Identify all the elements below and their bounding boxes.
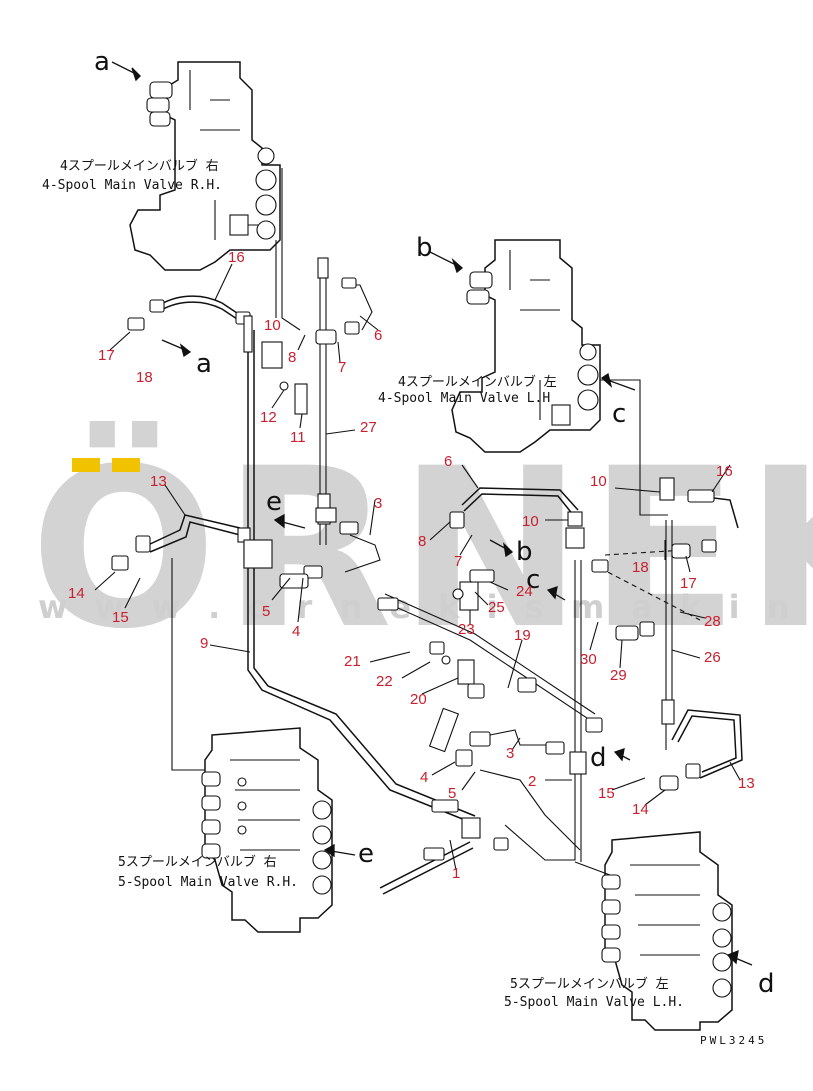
view-letter-d-mid: d (590, 743, 607, 773)
view-letter-d-bottom: d (758, 969, 775, 999)
part-number-16: 16 (228, 249, 245, 266)
valve-5spool-lh (601, 831, 733, 1031)
valve-4spool-rh-jp: 4スプールメインバルブ 右 (60, 158, 219, 174)
part-number-26: 26 (704, 649, 721, 666)
part-number-10-mid: 10 (522, 513, 539, 530)
part-number-19: 19 (514, 627, 531, 644)
view-letter-c-right: c (612, 399, 626, 429)
valve-4spool-lh-jp: 4スプールメインバルブ 左 (398, 374, 557, 390)
view-letter-e-bottom: e (358, 839, 374, 869)
part-number-27: 27 (360, 419, 377, 436)
part-number-23: 23 (458, 621, 475, 638)
part-number-29: 29 (610, 667, 627, 684)
fittings (111, 257, 717, 861)
part-number-5: 5 (262, 603, 270, 620)
valve-5spool-lh-en: 5-Spool Main Valve L.H. (504, 995, 684, 1010)
part-number-9: 9 (200, 635, 208, 652)
view-letter-c-mid: c (526, 565, 540, 595)
part-number-18-right: 18 (632, 559, 649, 576)
part-number-1: 1 (452, 865, 460, 882)
part-number-15: 15 (112, 609, 129, 626)
part-number-30: 30 (580, 651, 597, 668)
part-number-7-mid: 7 (454, 553, 462, 570)
part-number-17-right: 17 (680, 575, 697, 592)
part-number-6-mid: 6 (444, 453, 452, 470)
part-number-4-bottom: 4 (420, 769, 428, 786)
view-letter-e-left: e (266, 487, 282, 517)
part-number-7: 7 (338, 359, 346, 376)
valve-4spool-rh (129, 61, 281, 271)
part-number-14: 14 (68, 585, 85, 602)
part-number-17: 17 (98, 347, 115, 364)
view-letter-a-top: a (94, 47, 110, 77)
view-letter-b-top: b (416, 233, 433, 263)
part-number-2: 2 (528, 773, 536, 790)
part-number-25: 25 (488, 599, 505, 616)
view-letter-a-arrow: a (196, 349, 212, 379)
part-number-18: 18 (136, 369, 153, 386)
valve-5spool-rh-en: 5-Spool Main Valve R.H. (118, 875, 298, 890)
leader-lines (94, 263, 741, 871)
watermark-accent-dot-left (72, 458, 100, 472)
valve-5spool-rh (201, 727, 333, 933)
pipe-lines (147, 168, 743, 895)
part-number-24: 24 (516, 583, 533, 600)
part-number-12: 12 (260, 409, 277, 426)
drawing-code: PWL3245 (700, 1034, 767, 1047)
arrows (111, 61, 753, 966)
part-number-14-right: 14 (632, 801, 649, 818)
part-number-10-right: 10 (590, 473, 607, 490)
valve-4spool-rh-en: 4-Spool Main Valve R.H. (42, 178, 222, 193)
part-number-15-right: 15 (598, 785, 615, 802)
part-number-22: 22 (376, 673, 393, 690)
part-number-10: 10 (264, 317, 281, 334)
view-letter-b-arrow: b (516, 537, 533, 567)
part-number-16-right: 16 (716, 463, 733, 480)
part-number-3: 3 (374, 495, 382, 512)
valve-5spool-lh-jp: 5スプールメインバルブ 左 (510, 976, 669, 992)
valve-5spool-rh-jp: 5スプールメインバルブ 右 (118, 854, 277, 870)
part-number-13: 13 (150, 473, 167, 490)
valve-4spool-lh-en: 4-Spool Main Valve L.H (378, 391, 550, 406)
part-number-11: 11 (290, 429, 306, 446)
valve-4spool-lh (451, 239, 601, 453)
part-number-4: 4 (292, 623, 300, 640)
part-number-3-bottom: 3 (506, 745, 514, 762)
part-number-6: 6 (374, 327, 382, 344)
part-number-28: 28 (704, 613, 721, 630)
part-number-13-right: 13 (738, 775, 755, 792)
part-number-8: 8 (288, 349, 296, 366)
watermark-accent-dot-right (112, 458, 140, 472)
part-number-21: 21 (344, 653, 361, 670)
part-number-20: 20 (410, 691, 427, 708)
part-number-5-bottom: 5 (448, 785, 456, 802)
part-number-8-mid: 8 (418, 533, 426, 550)
